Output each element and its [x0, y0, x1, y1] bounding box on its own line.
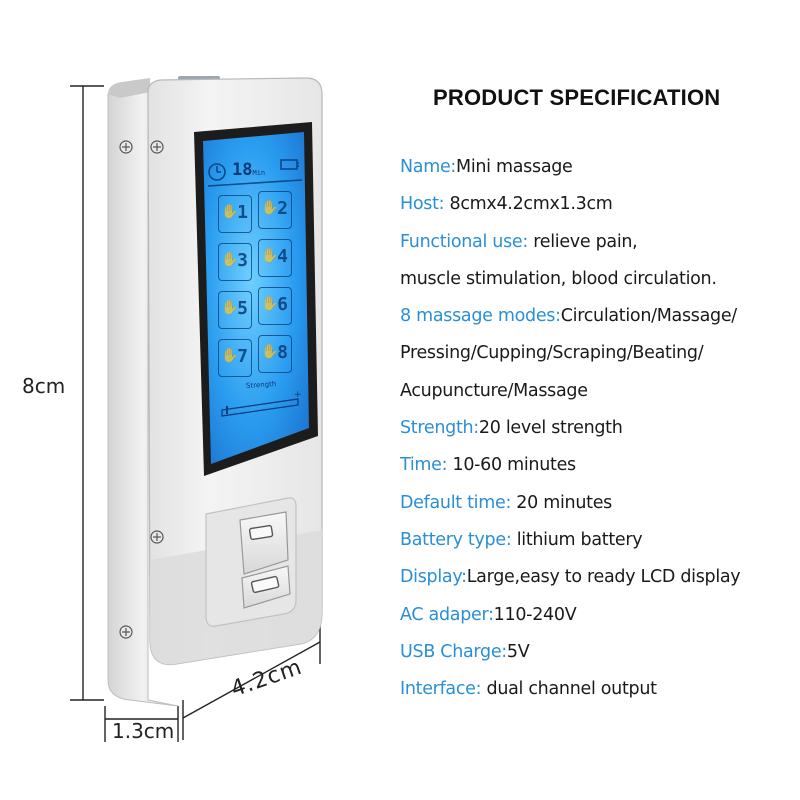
spec-key: 8 massage modes: — [400, 306, 561, 327]
lcd-content — [207, 159, 303, 187]
hand-glyph: ✋ — [221, 204, 239, 220]
massage-mode-icon: ✋5 — [218, 291, 252, 329]
spec-line: Acupuncture/Massage — [400, 378, 795, 415]
spec-value: dual channel output — [481, 679, 658, 700]
massage-mode-icon: ✋7 — [218, 339, 252, 377]
lcd-time-value: 18 — [232, 160, 253, 180]
massage-mode-icon: ✋2 — [258, 191, 292, 229]
hand-glyph: ✋ — [261, 344, 279, 360]
spec-line: Pressing/Cupping/Scraping/Beating/ — [400, 340, 795, 377]
lcd-time-readout: 18Min — [232, 160, 265, 180]
battery-icon — [280, 159, 298, 170]
spec-line: AC adaper:110-240V — [400, 602, 795, 639]
hand-glyph: ✋ — [221, 300, 239, 316]
spec-line: Functional use: relieve pain, — [400, 229, 795, 266]
spec-line: Battery type: lithium battery — [400, 527, 795, 564]
up-button-icon — [239, 511, 289, 575]
height-dimension-line — [70, 85, 104, 701]
mode-number: 4 — [277, 246, 288, 267]
mode-number: 1 — [237, 202, 248, 223]
spec-line: Default time: 20 minutes — [400, 490, 795, 527]
massage-mode-icon: ✋6 — [258, 287, 292, 325]
mode-number: 5 — [237, 298, 248, 319]
spec-title: PRODUCT SPECIFICATION — [433, 85, 721, 110]
spec-value: Large,easy to ready LCD display — [466, 567, 741, 588]
hand-glyph: ✋ — [221, 252, 239, 268]
screw-icon — [119, 140, 164, 639]
massage-mode-icon: ✋4 — [258, 239, 292, 277]
spec-line: Interface: dual channel output — [400, 676, 795, 713]
spec-key: AC adaper: — [400, 604, 494, 625]
spec-key: Name: — [400, 157, 457, 177]
mode-number: 3 — [237, 250, 248, 271]
hand-glyph: ✋ — [261, 248, 279, 264]
hand-glyph: ✋ — [261, 200, 279, 216]
spec-line: muscle stimulation, blood circulation. — [400, 266, 795, 303]
spec-key: Strength: — [400, 418, 479, 439]
device-side — [107, 83, 179, 707]
massage-mode-icon: ✋8 — [258, 335, 292, 373]
spec-value: Acupuncture/Massage — [400, 380, 588, 401]
spec-value: 8cmx4.2cmx1.3cm — [444, 194, 613, 215]
hand-glyph: ✋ — [221, 348, 239, 364]
spec-value: 20 level strength — [478, 418, 623, 439]
depth-dimension-line — [104, 706, 179, 742]
lcd-screen — [203, 132, 309, 464]
spec-value: 20 minutes — [511, 492, 612, 513]
spec-value: Mini massage — [456, 157, 573, 177]
mode-number: 7 — [237, 346, 248, 367]
lcd-time-unit: Min — [252, 169, 266, 177]
spec-key: USB Charge: — [400, 641, 507, 662]
spec-key: Functional use: — [400, 231, 528, 252]
spec-line: Time: 10-60 minutes — [400, 452, 795, 489]
spec-key: Display: — [400, 567, 467, 588]
spec-value: 5V — [506, 641, 530, 662]
clock-icon — [208, 163, 226, 181]
spec-value: 10-60 minutes — [447, 455, 576, 476]
spec-value: lithium battery — [511, 529, 643, 550]
spec-key: Default time: — [400, 492, 512, 513]
mode-number: 8 — [277, 342, 288, 363]
spec-value: relieve pain, — [527, 231, 638, 252]
spec-key: Interface: — [400, 679, 482, 700]
hand-glyph: ✋ — [261, 296, 279, 312]
spec-line: Name:Mini massage — [400, 154, 795, 191]
spec-line: 8 massage modes:Circulation/Massage/ — [400, 303, 795, 340]
spec-value: Circulation/Massage/ — [560, 306, 737, 327]
spec-key: Time: — [400, 455, 448, 476]
spec-line: Display:Large,easy to ready LCD display — [400, 564, 795, 601]
down-button-icon — [241, 565, 291, 609]
massage-mode-icon: ✋1 — [218, 195, 252, 233]
spec-value: 110-240V — [493, 604, 577, 625]
height-label: 8cm — [22, 374, 66, 398]
spec-value: Pressing/Cupping/Scraping/Beating/ — [400, 343, 704, 364]
depth-label: 1.3cm — [112, 719, 175, 743]
spec-line: Strength:20 level strength — [400, 415, 795, 452]
spec-key: Host: — [400, 194, 445, 215]
spec-line: USB Charge:5V — [400, 639, 795, 676]
spec-value: muscle stimulation, blood circulation. — [400, 268, 717, 289]
width-dimension-line — [182, 624, 321, 740]
mode-number: 2 — [277, 198, 288, 219]
mode-number: 6 — [277, 294, 288, 315]
spec-key: Battery type: — [400, 529, 512, 550]
spec-line: Host: 8cmx4.2cmx1.3cm — [400, 191, 795, 228]
massage-mode-icon: ✋3 — [218, 243, 252, 281]
